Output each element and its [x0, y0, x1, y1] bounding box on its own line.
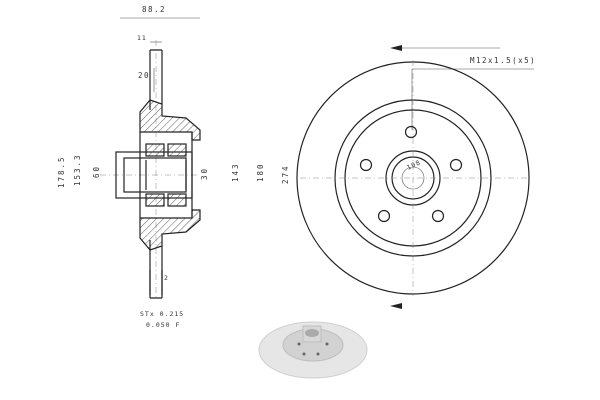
dim-top-width: 88.2	[142, 5, 166, 14]
dim-bore: 60	[92, 165, 101, 178]
dim-outer-height: 178.5	[57, 155, 66, 188]
tolerance-code: 0.050 F	[146, 321, 180, 329]
bolt-hole-3	[431, 209, 445, 223]
thread-spec: M12x1.5(x5)	[470, 56, 536, 65]
disc-thumbnail	[258, 321, 368, 379]
thumb-stud-1	[297, 342, 301, 346]
bearing-roller-2	[167, 143, 187, 157]
dim-hub-height: 153.3	[73, 153, 82, 186]
arrow-marker-bottom	[390, 303, 402, 309]
bolt-hole-1	[404, 125, 418, 139]
dim-hub-dia: 143	[231, 162, 240, 182]
dim-small-mark: 2	[164, 274, 169, 282]
dim-hub-offset: 20	[138, 71, 150, 80]
bolt-hole-5	[359, 158, 373, 172]
dim-flange-thickness: 11	[137, 34, 147, 42]
hub-section-upper	[139, 99, 201, 141]
bearing-roller-4	[167, 193, 187, 207]
pcd-label: 108	[405, 158, 422, 171]
bearing-roller-3	[145, 193, 165, 207]
dim-inner-ring: 30	[200, 167, 209, 180]
thumb-stud-3	[316, 352, 320, 356]
thumb-bore	[305, 329, 319, 337]
bolt-hole-2	[449, 158, 463, 172]
dim-center-dia: 180	[256, 162, 265, 182]
hub-section-lower	[139, 209, 201, 251]
thumb-stud-2	[325, 342, 329, 346]
thread-code: STx 0.215	[140, 310, 184, 318]
bearing-roller-1	[145, 143, 165, 157]
bolt-hole-4	[377, 209, 391, 223]
arrow-marker-top	[390, 45, 402, 51]
front-disc-view: M12x1.5(x5) 108	[296, 45, 536, 309]
side-section-view: 88.2 11 20 178.5 153.3 60 30 143 180 274	[57, 5, 290, 329]
dim-disc-dia: 274	[281, 164, 290, 184]
stud-shank	[149, 270, 163, 295]
thumb-stud-4	[302, 352, 306, 356]
